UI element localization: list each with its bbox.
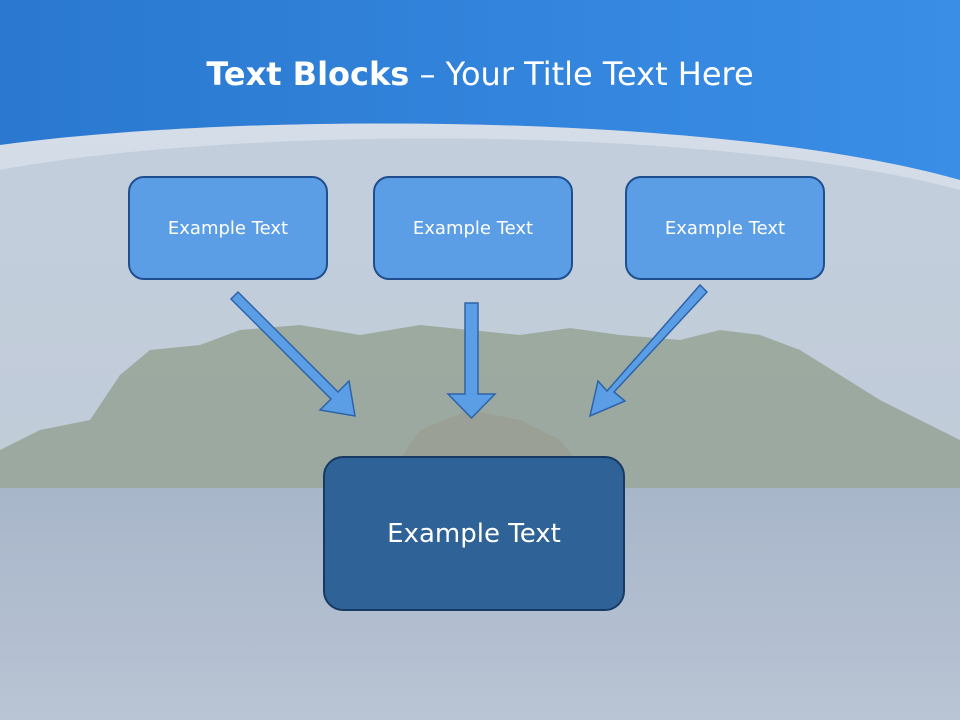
header-swoosh [0,123,960,190]
text-block-1-label: Example Text [167,217,289,239]
target-block[interactable]: Example Text [323,456,625,611]
target-block-label: Example Text [387,518,561,549]
title-bold: Text Blocks [206,55,410,93]
title-rest: Your Title Text Here [445,55,754,93]
text-block-3-label: Example Text [664,217,786,239]
title-separator: – [409,55,446,93]
text-block-2[interactable]: Example Text [373,176,573,280]
slide-title: Text Blocks – Your Title Text Here [0,52,960,96]
text-block-3[interactable]: Example Text [625,176,825,280]
header-band [0,0,960,180]
text-block-2-label: Example Text [412,217,534,239]
text-block-1[interactable]: Example Text [128,176,328,280]
